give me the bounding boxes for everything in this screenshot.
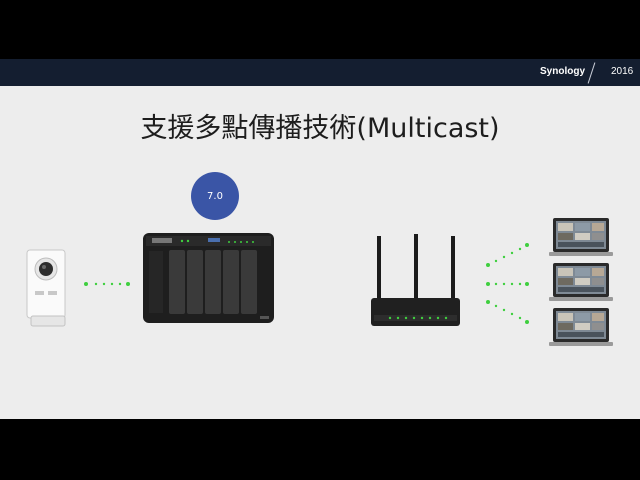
connector-camera-nas xyxy=(84,282,130,286)
laptop-icon xyxy=(549,263,613,301)
slide: 支援多點傳播技術(Multicast) 7.0 xyxy=(0,86,640,419)
header-bar: Synology 2016 xyxy=(0,59,640,86)
brand-year: 2016 xyxy=(611,66,634,77)
ip-camera-icon xyxy=(26,249,66,327)
slide-title: 支援多點傳播技術(Multicast) xyxy=(140,113,500,144)
laptop-icon xyxy=(549,218,613,256)
network-diagram xyxy=(26,218,613,346)
laptop-icon xyxy=(549,308,613,346)
nas-icon xyxy=(143,233,274,323)
version-badge: 7.0 xyxy=(191,172,239,220)
router-icon xyxy=(371,234,460,326)
brand-divider xyxy=(587,62,596,84)
connector-router-laptops xyxy=(486,243,529,324)
brand-logo: Synology xyxy=(540,66,586,77)
